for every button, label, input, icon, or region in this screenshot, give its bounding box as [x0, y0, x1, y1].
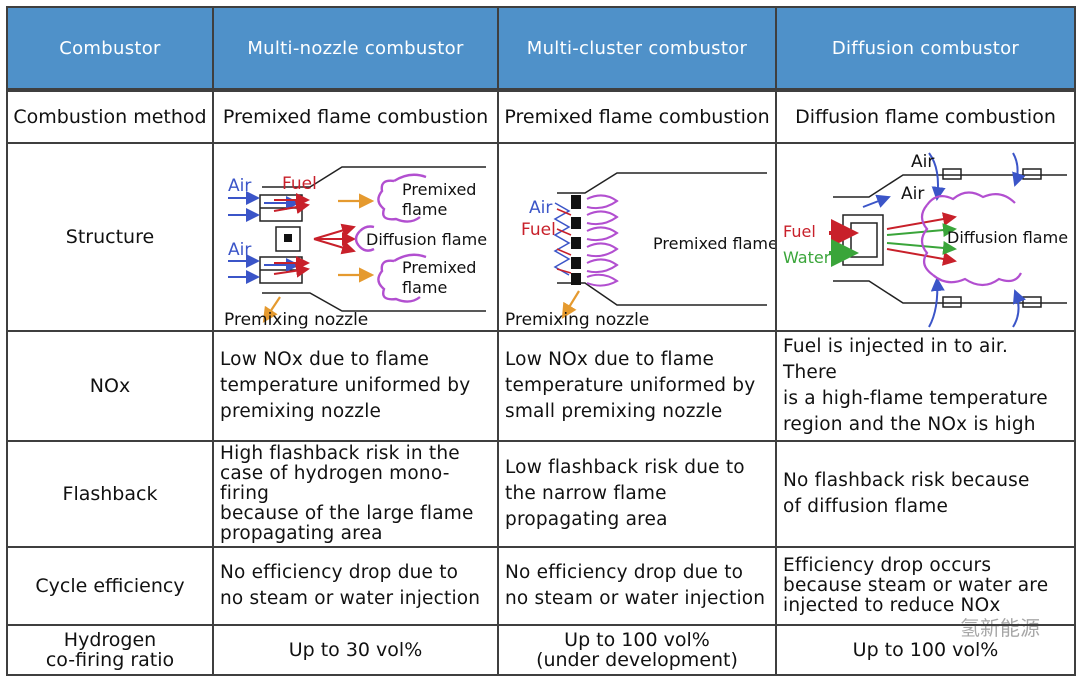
text-line: High flashback risk in the	[220, 444, 491, 464]
label-structure: Structure	[7, 143, 213, 331]
nox-multi-nozzle: Low NOx due to flame temperature uniform…	[213, 331, 498, 441]
label-combustion-method: Combustion method	[7, 90, 213, 143]
text-line: because of the large flame	[220, 504, 491, 524]
structure-multi-nozzle: Air Fuel Air Premixed flame Diffusion fl…	[213, 143, 498, 331]
hydrogen-multi-nozzle: Up to 30 vol%	[213, 625, 498, 675]
label-premixing-nozzle: Premixing nozzle	[224, 310, 368, 329]
multi-nozzle-diagram: Air Fuel Air Premixed flame Diffusion fl…	[214, 145, 497, 329]
flashback-diffusion: No flashback risk because of diffusion f…	[776, 441, 1075, 547]
text-line: case of hydrogen mono-firing	[220, 464, 491, 504]
text-line: the narrow flame	[505, 481, 769, 507]
structure-diffusion: Air Air Fuel Water Diffusion flame	[776, 143, 1075, 331]
text-line: premixing nozzle	[220, 399, 491, 425]
row-cycle-efficiency: Cycle efficiency No efficiency drop due …	[7, 547, 1075, 625]
method-multi-nozzle: Premixed flame combustion	[213, 90, 498, 143]
text-line: small premixing nozzle	[505, 399, 769, 425]
combustor-comparison-table: Combustor Multi-nozzle combustor Multi-c…	[6, 6, 1076, 676]
text-line: of diffusion flame	[783, 494, 1068, 520]
text-line: Up to 100 vol%	[777, 639, 1074, 661]
row-nox: NOx Low NOx due to flame temperature uni…	[7, 331, 1075, 441]
structure-multi-cluster: Air Fuel Premixed flame Premixing nozzle	[498, 143, 776, 331]
cluster-flames	[587, 195, 617, 285]
row-flashback: Flashback High flashback risk in the cas…	[7, 441, 1075, 547]
text-line: Efficiency drop occurs	[783, 556, 1068, 576]
label-diffusion-water: Water	[783, 248, 831, 267]
row-structure: Structure	[7, 143, 1075, 331]
label-cluster-air: Air	[529, 198, 552, 218]
row-hydrogen-cofiring: Hydrogen co-firing ratio Up to 30 vol% U…	[7, 625, 1075, 675]
text-line: no steam or water injection	[505, 586, 769, 612]
label-diffusion-air-top: Air	[911, 152, 934, 172]
label-premixed-top-1: Premixed	[402, 180, 476, 199]
method-multi-cluster: Premixed flame combustion	[498, 90, 776, 143]
text-line: is a high-flame temperature	[783, 386, 1068, 412]
nox-multi-cluster: Low NOx due to flame temperature uniform…	[498, 331, 776, 441]
text-line: temperature uniformed by	[505, 373, 769, 399]
text-line: Hydrogen	[8, 630, 212, 650]
text-line: Low NOx due to flame	[220, 347, 491, 373]
label-hydrogen-cofiring: Hydrogen co-firing ratio	[7, 625, 213, 675]
comparison-table-container: Combustor Multi-nozzle combustor Multi-c…	[6, 6, 1074, 650]
label-nox: NOx	[7, 331, 213, 441]
label-cluster-premixed-flame: Premixed flame	[653, 234, 775, 253]
label-diffusion-flame: Diffusion flame	[366, 230, 487, 249]
text-line: Fuel is injected in to air. There	[783, 334, 1068, 386]
header-multi-nozzle: Multi-nozzle combustor	[213, 7, 498, 90]
text-line: no steam or water injection	[220, 586, 491, 612]
label-diffusion-air-inner: Air	[901, 184, 924, 204]
label-premixed-bottom-2: flame	[402, 278, 447, 297]
text-line: (under development)	[499, 650, 775, 670]
premix-flow-arrows	[264, 201, 372, 321]
header-row: Combustor Multi-nozzle combustor Multi-c…	[7, 7, 1075, 90]
method-diffusion: Diffusion flame combustion	[776, 90, 1075, 143]
text-line: No efficiency drop due to	[220, 560, 491, 586]
header-multi-cluster: Multi-cluster combustor	[498, 7, 776, 90]
flashback-multi-nozzle: High flashback risk in the case of hydro…	[213, 441, 498, 547]
cluster-nozzles	[571, 195, 581, 285]
text-line: temperature uniformed by	[220, 373, 491, 399]
text-line: Up to 100 vol%	[499, 630, 775, 650]
watermark: 氢新能源	[960, 612, 1040, 641]
header-diffusion: Diffusion combustor	[776, 7, 1075, 90]
flashback-multi-cluster: Low flashback risk due to the narrow fla…	[498, 441, 776, 547]
text-line: because steam or water are	[783, 576, 1068, 596]
text-line: co-firing ratio	[8, 650, 212, 670]
text-line: Low flashback risk due to	[505, 455, 769, 481]
label-cluster-fuel: Fuel	[521, 220, 556, 240]
label-fuel: Fuel	[282, 174, 317, 194]
label-cycle-efficiency: Cycle efficiency	[7, 547, 213, 625]
multi-cluster-diagram: Air Fuel Premixed flame Premixing nozzle	[499, 145, 775, 329]
nox-diffusion: Fuel is injected in to air. There is a h…	[776, 331, 1075, 441]
hydrogen-multi-cluster: Up to 100 vol% (under development)	[498, 625, 776, 675]
text-line: Low NOx due to flame	[505, 347, 769, 373]
efficiency-multi-nozzle: No efficiency drop due to no steam or wa…	[213, 547, 498, 625]
header-combustor: Combustor	[7, 7, 213, 90]
label-air-bottom: Air	[228, 240, 251, 260]
row-combustion-method: Combustion method Premixed flame combust…	[7, 90, 1075, 143]
label-air-top: Air	[228, 176, 251, 196]
label-premixed-bottom-1: Premixed	[402, 258, 476, 277]
label-diffusion-fuel: Fuel	[783, 222, 816, 241]
text-line: propagating area	[505, 507, 769, 533]
text-line: Up to 30 vol%	[214, 639, 497, 661]
text-line: No flashback risk because	[783, 468, 1068, 494]
label-cluster-premixing-nozzle: Premixing nozzle	[505, 310, 649, 329]
text-line: No efficiency drop due to	[505, 560, 769, 586]
text-line: region and the NOx is high	[783, 412, 1068, 438]
diffusion-diagram: Air Air Fuel Water Diffusion flame	[777, 145, 1074, 329]
label-diffusion-flame: Diffusion flame	[947, 228, 1068, 247]
efficiency-multi-cluster: No efficiency drop due to no steam or wa…	[498, 547, 776, 625]
label-premixed-top-2: flame	[402, 200, 447, 219]
label-flashback: Flashback	[7, 441, 213, 547]
text-line: propagating area	[220, 524, 491, 544]
